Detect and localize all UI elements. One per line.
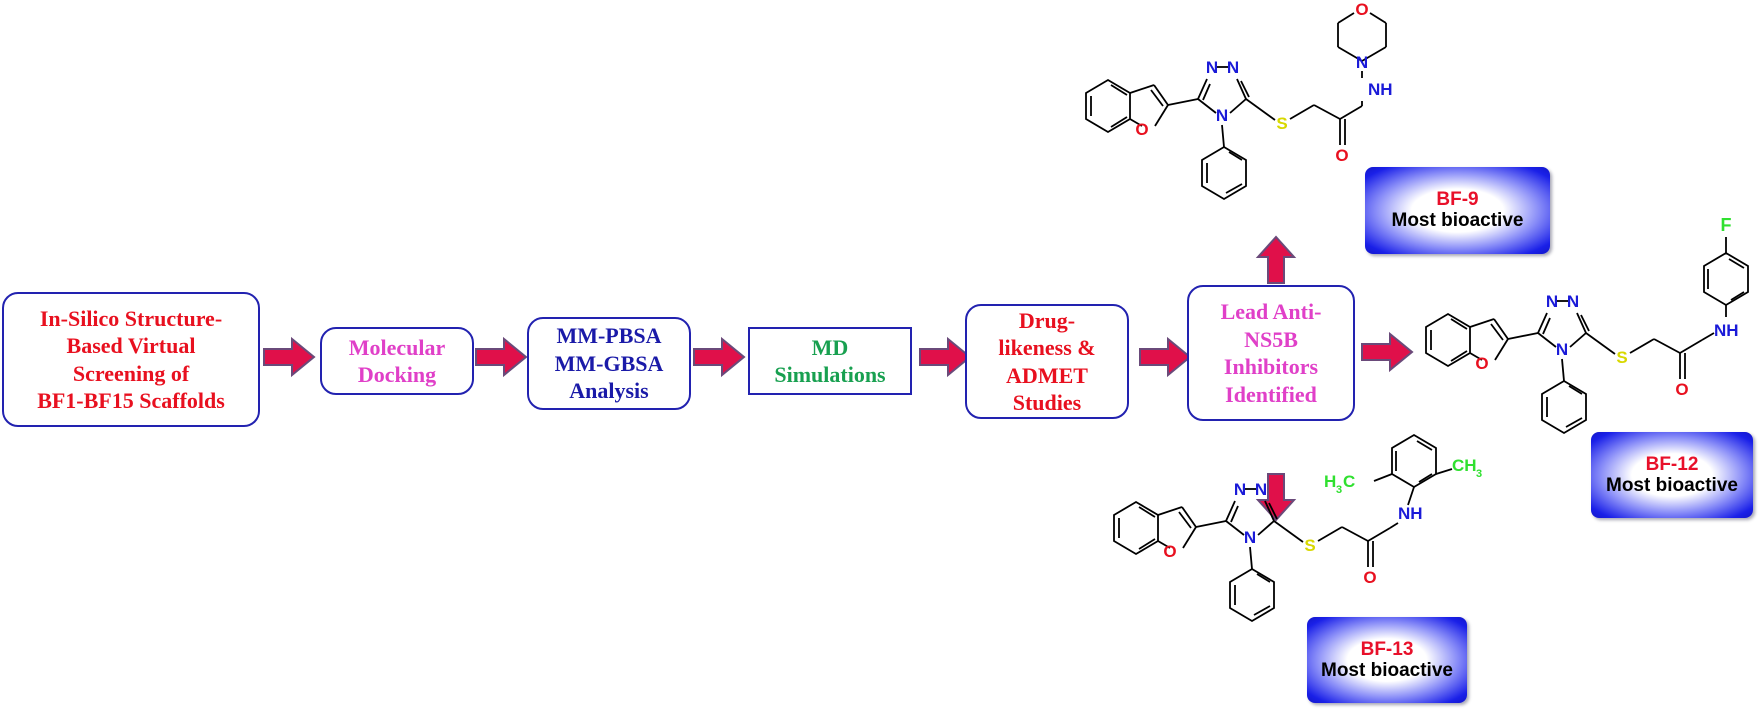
compound-activity: Most bioactive (1606, 474, 1738, 496)
step-label: Drug- likeness & ADMET Studies (998, 307, 1096, 416)
methyl-subscript: 3 (1476, 468, 1482, 480)
step-label: MD Simulations (774, 334, 886, 388)
structure-bf13: NH H 3 C CH 3 (1113, 433, 1482, 622)
step-lead-inhibitors: Lead Anti- NS5B Inhibitors Identified (1187, 285, 1355, 421)
oxygen-atom: O (1355, 0, 1368, 19)
compound-activity: Most bioactive (1391, 210, 1524, 231)
step-label: Molecular Docking (348, 334, 446, 388)
methyl-c: C (1343, 472, 1355, 491)
step-label: MM-PBSA MM-GBSA Analysis (554, 323, 664, 404)
structure-bf9: N O NH (1085, 0, 1393, 200)
methyl-h: H (1324, 472, 1336, 491)
step-label: In-Silico Structure- Based Virtual Scree… (37, 305, 225, 414)
step-molecular-docking: Molecular Docking (320, 327, 474, 395)
nh-group: NH (1398, 504, 1423, 523)
nitrogen-atom: N (1356, 53, 1368, 72)
step-virtual-screening: In-Silico Structure- Based Virtual Scree… (2, 292, 260, 427)
compound-code: BF-9 (1436, 189, 1479, 210)
methyl-subscript: 3 (1336, 484, 1342, 496)
compound-badge-bf9: BF-9 Most bioactive (1365, 167, 1550, 254)
compound-badge-bf13: BF-13 Most bioactive (1307, 617, 1467, 703)
nh-group: NH (1368, 80, 1393, 99)
methyl-left: H 3 C (1324, 472, 1355, 496)
methyl-right: CH 3 (1452, 456, 1482, 480)
compound-badge-bf12: BF-12 Most bioactive (1591, 432, 1753, 518)
methyl-ch: CH (1452, 456, 1477, 475)
step-label: Lead Anti- NS5B Inhibitors Identified (1220, 299, 1322, 407)
nh-group: NH (1714, 321, 1739, 340)
fluorine-atom: F (1721, 215, 1732, 235)
step-admet-studies: Drug- likeness & ADMET Studies (965, 304, 1129, 419)
compound-code: BF-13 (1360, 638, 1414, 660)
compound-code: BF-12 (1645, 453, 1699, 475)
compound-activity: Most bioactive (1321, 659, 1453, 681)
step-mmpbsa-analysis: MM-PBSA MM-GBSA Analysis (527, 317, 691, 410)
step-md-simulations: MD Simulations (748, 327, 912, 395)
structure-bf12: F NH (1425, 215, 1749, 434)
